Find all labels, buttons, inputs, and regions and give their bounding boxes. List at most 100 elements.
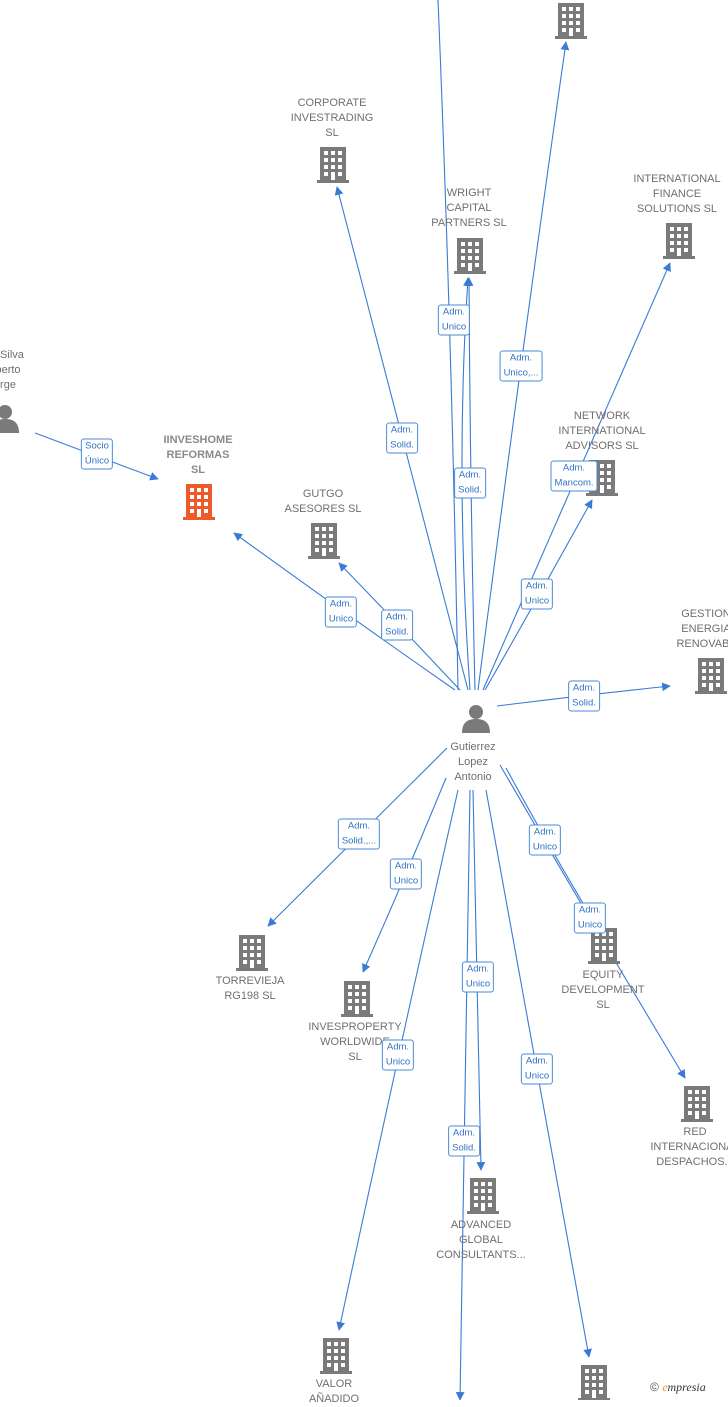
node-label-line: WRIGHT: [446, 187, 492, 199]
relation-label[interactable]: Adm.Unico: [437, 304, 471, 336]
node-label-line: CONSULTANTS...: [436, 1249, 526, 1261]
node-label-line: SL: [596, 999, 610, 1011]
node-label-line: DESPACHOS...: [656, 1156, 728, 1168]
relation-label[interactable]: Adm. Unico: [389, 858, 423, 890]
company-building-icon-gestion[interactable]: [695, 658, 727, 694]
relation-label-line: Unico: [532, 841, 558, 852]
node-label-line: GESTION: [681, 608, 728, 620]
node-label-line: CAPITAL: [446, 202, 492, 214]
node-label-line: SL: [190, 464, 206, 476]
relation-label[interactable]: Adm.Unico: [573, 902, 607, 934]
relation-label-line: Adm.: [509, 352, 533, 364]
person-icon-silva[interactable]: [0, 405, 19, 433]
node-label-line: DEVELOPMENT: [561, 984, 645, 996]
relation-label[interactable]: Adm.Solid.,...: [337, 818, 381, 850]
copyright-symbol: ©: [650, 1380, 659, 1394]
relation-label[interactable]: Adm.Unico: [520, 578, 554, 610]
relation-label-line: Adm.: [390, 424, 414, 436]
relation-edge: [455, 789, 471, 1400]
relation-label-line: Único: [84, 455, 110, 466]
relation-label-line: Adm.: [452, 1127, 476, 1139]
node-label-line: GLOBAL: [458, 1234, 504, 1246]
node-label-line: INTERNACIONAL: [650, 1141, 728, 1153]
node-label-line: INTERNATIONAL: [558, 425, 646, 437]
relation-label-line: Unico: [393, 875, 419, 886]
relation-edge: [437, 0, 459, 691]
relation-label-line: Unico: [328, 613, 354, 624]
node-label-gutgo[interactable]: GUTGO ASESORES SL: [284, 487, 361, 517]
company-building-icon-red[interactable]: [681, 1086, 713, 1122]
node-label-line: rge: [0, 379, 16, 391]
node-label-line: PARTNERS SL: [431, 217, 507, 229]
relation-label[interactable]: Adm. Unico: [324, 596, 358, 628]
relation-label[interactable]: Adm.Unico: [528, 824, 562, 856]
relation-label-line: Solid.: [385, 626, 409, 637]
company-building-icon-topcompany[interactable]: [555, 3, 587, 39]
nodes-layer: [0, 3, 727, 1400]
node-label-torrevieja[interactable]: TORREVIEJA RG198 SL: [216, 974, 285, 1004]
node-label-line: ENERGIA: [681, 623, 728, 635]
node-label-line: TORREVIEJA: [215, 975, 285, 987]
node-label-line: CORPORATE: [297, 97, 367, 109]
relation-label[interactable]: Adm.Unico,...: [499, 350, 543, 382]
company-building-icon-corporate[interactable]: [317, 147, 349, 183]
node-label-line: INTERNATIONAL: [633, 173, 721, 185]
node-label-gestion[interactable]: GESTIONENERGIARENOVABL: [676, 607, 728, 652]
relation-label[interactable]: Adm.Unico: [381, 1039, 415, 1071]
relation-label[interactable]: Adm.Mancom.: [550, 460, 598, 492]
relation-label-line: Unico: [524, 1070, 550, 1081]
node-label-red[interactable]: RED INTERNACIONAL DESPACHOS...: [650, 1125, 728, 1170]
person-icon-center[interactable]: [462, 705, 490, 733]
node-label-line: ADVANCED: [450, 1219, 512, 1231]
relation-label[interactable]: Adm.Unico: [461, 961, 495, 993]
relation-label-line: Adm.: [572, 682, 596, 694]
node-label-line: REFORMAS: [166, 449, 230, 461]
node-label-network[interactable]: NETWORK INTERNATIONAL ADVISORS SL: [558, 409, 645, 454]
node-label-line: ASESORES SL: [284, 503, 362, 515]
relation-label[interactable]: Adm.Unico: [520, 1053, 554, 1085]
company-building-icon-wright[interactable]: [454, 238, 486, 274]
node-label-line: RED: [683, 1126, 707, 1138]
relation-label-line: Adm.: [442, 306, 466, 318]
relation-label[interactable]: Adm. Solid.: [448, 1125, 480, 1157]
relation-label[interactable]: Adm.Solid.: [454, 467, 486, 499]
company-building-icon-invesproperty[interactable]: [341, 981, 373, 1017]
node-label-line: RG198 SL: [224, 990, 276, 1002]
company-building-icon-bottomright[interactable]: [578, 1365, 610, 1400]
relation-label-line: Adm.: [394, 860, 418, 872]
node-label-line: ADVISORS SL: [565, 440, 639, 452]
node-label-line: FINANCE: [652, 188, 702, 200]
relation-label-line: Solid.: [390, 439, 414, 450]
company-building-icon-valor[interactable]: [320, 1338, 352, 1374]
node-label-line: NETWORK: [573, 410, 631, 422]
node-label-line: Gutierrez: [450, 741, 496, 753]
relation-label[interactable]: Adm. Solid.: [386, 422, 418, 454]
relation-label-line: Adm.: [347, 820, 371, 832]
watermark: © empresia: [650, 1380, 706, 1395]
company-building-icon-intfinance[interactable]: [663, 223, 695, 259]
relation-label-line: Solid.: [572, 697, 596, 708]
relation-label[interactable]: Adm.Solid.: [381, 609, 413, 641]
relation-label[interactable]: Adm. Solid.: [568, 680, 600, 712]
node-label-silva[interactable]: li Silvabertorge: [0, 348, 24, 393]
company-building-icon-torrevieja[interactable]: [236, 935, 268, 971]
node-label-line: INVESPROPERTY: [308, 1021, 402, 1033]
relation-label-line: Adm.: [329, 598, 353, 610]
company-building-icon-iinveshome[interactable]: [183, 484, 215, 520]
node-label-line: WORLDWIDE: [320, 1036, 390, 1048]
node-label-line: GUTGO: [302, 488, 344, 500]
company-building-icon-gutgo[interactable]: [308, 523, 340, 559]
relation-label-line: Unico: [465, 978, 491, 989]
relation-label-line: Solid.: [452, 1142, 476, 1153]
node-label-advanced[interactable]: ADVANCED GLOBAL CONSULTANTS...: [436, 1218, 525, 1263]
company-building-icon-advanced[interactable]: [467, 1178, 499, 1214]
node-label-wright[interactable]: WRIGHT CAPITAL PARTNERS SL: [431, 186, 506, 231]
